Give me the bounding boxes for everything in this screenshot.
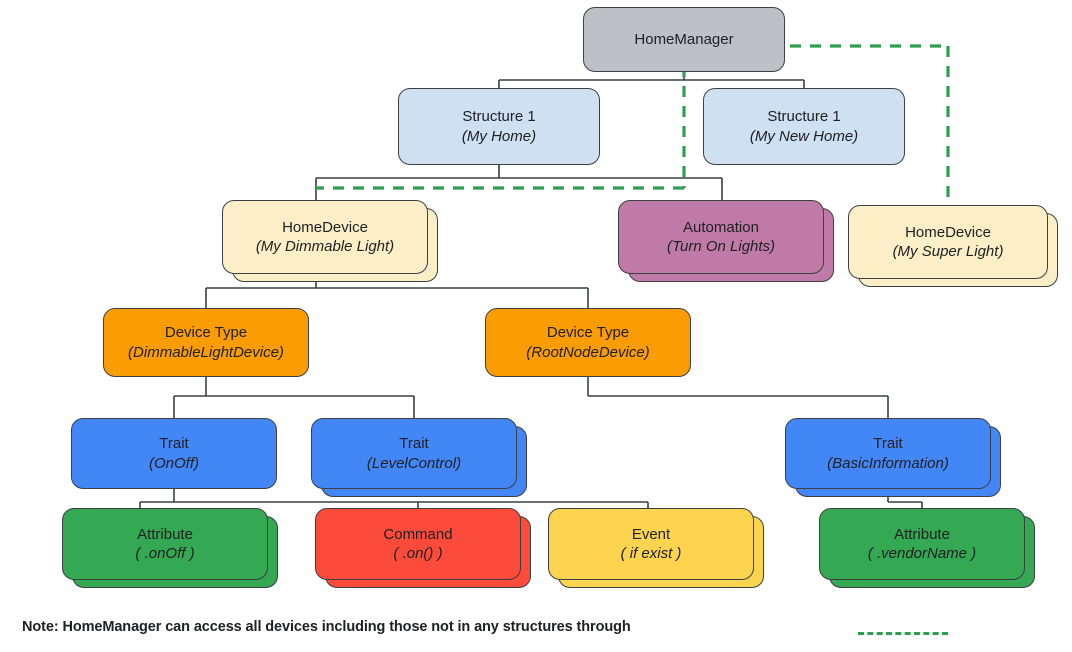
node-line2: ( .onOff ) [135, 545, 195, 562]
node-line1: Trait [873, 435, 903, 453]
node-line2: (Turn On Lights) [666, 238, 776, 255]
node-devicetype-dimmablelightdevice[interactable]: Device Type (DimmableLightDevice) [103, 308, 309, 377]
node-attribute-onoff[interactable]: Attribute ( .onOff ) [62, 508, 268, 580]
edge-structure1-children [315, 165, 723, 200]
footnote-text: Note: HomeManager can access all devices… [22, 619, 631, 635]
node-attribute-vendorname[interactable]: Attribute ( .vendorName ) [819, 508, 1025, 580]
node-line1: Command [383, 525, 453, 543]
node-line2: (BasicInformation) [827, 454, 949, 472]
node-homemanager[interactable]: HomeManager [583, 7, 785, 72]
node-line1: Trait [159, 435, 189, 453]
node-line2: (My Super Light) [892, 243, 1004, 260]
node-structure-my-new-home[interactable]: Structure 1 (My New Home) [703, 88, 905, 165]
node-homedevice-my-dimmable-light[interactable]: HomeDevice (My Dimmable Light) [222, 200, 428, 274]
edge-devicetype1-traits [173, 377, 415, 418]
node-line2: (LevelControl) [366, 454, 462, 472]
node-trait-levelcontrol[interactable]: Trait (LevelControl) [311, 418, 517, 489]
node-line2: (DimmableLightDevice) [128, 343, 284, 361]
node-line2: (My Home) [461, 127, 537, 145]
node-line1: Structure 1 [767, 108, 841, 126]
node-line2: (My Dimmable Light) [255, 238, 395, 255]
node-line1: Structure 1 [462, 108, 536, 126]
node-automation-turn-on-lights[interactable]: Automation (Turn On Lights) [618, 200, 824, 274]
node-line2: ( if exist ) [620, 545, 682, 562]
node-devicetype-rootnodedevice[interactable]: Device Type (RootNodeDevice) [485, 308, 691, 377]
node-line1: HomeManager [634, 30, 734, 48]
node-line1: Attribute [894, 525, 950, 543]
node-command-on[interactable]: Command ( .on() ) [315, 508, 521, 580]
node-line1: Attribute [137, 525, 193, 543]
node-line2: (OnOff) [148, 454, 199, 472]
node-trait-onoff[interactable]: Trait (OnOff) [71, 418, 277, 489]
node-homedevice-my-super-light[interactable]: HomeDevice (My Super Light) [848, 205, 1048, 279]
edge-trait1-leaves [139, 489, 649, 508]
node-line1: Device Type [546, 324, 630, 342]
node-trait-basicinformation[interactable]: Trait (BasicInformation) [785, 418, 991, 489]
edge-devicetype2-trait3 [587, 377, 889, 418]
node-line1: Automation [683, 218, 759, 236]
node-line2: ( .vendorName ) [867, 545, 977, 562]
node-line1: HomeDevice [282, 218, 368, 236]
node-line1: HomeDevice [905, 223, 991, 241]
node-event-if-exist[interactable]: Event ( if exist ) [548, 508, 754, 580]
footnote-dashed-line-legend [858, 632, 948, 635]
node-structure-my-home[interactable]: Structure 1 (My Home) [398, 88, 600, 165]
node-line1: Device Type [164, 324, 248, 342]
node-line2: (My New Home) [749, 127, 859, 145]
node-line2: ( .on() ) [393, 545, 443, 562]
node-line1: Event [631, 525, 671, 543]
node-line1: Trait [399, 435, 429, 453]
node-line2: (RootNodeDevice) [526, 343, 650, 361]
edge-homemanager-structures [498, 72, 805, 88]
